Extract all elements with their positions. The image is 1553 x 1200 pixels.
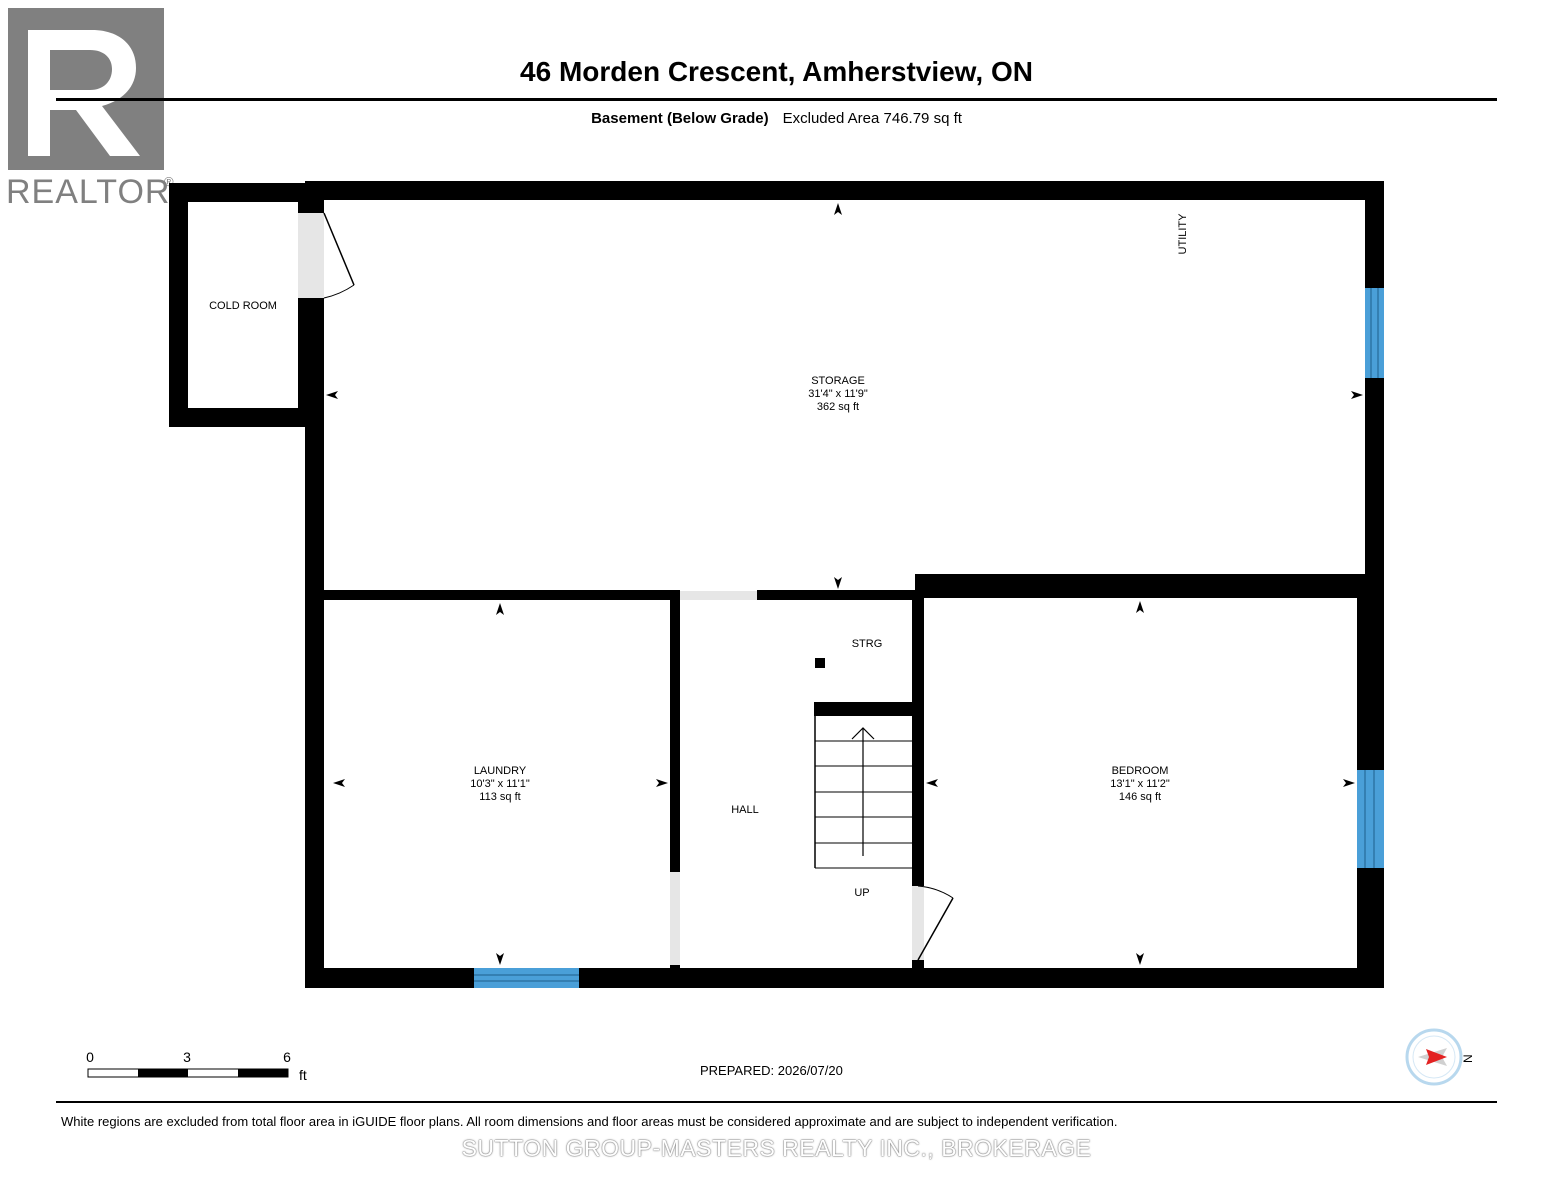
svg-text:®: ®	[164, 174, 174, 189]
floor-subtitle: Basement (Below Grade) Excluded Area 746.…	[0, 110, 1553, 127]
compass-icon: N	[1405, 1028, 1475, 1086]
utility-label: UTILITY	[1177, 213, 1189, 255]
strg-label: STRG	[852, 638, 883, 650]
storage-area: 362 sq ft	[817, 401, 859, 413]
windows	[474, 288, 1384, 988]
bedroom-dimensions: 13'1" x 11'2"	[1110, 778, 1170, 790]
dimension-markers	[326, 203, 1363, 965]
storage-dimensions: 31'4" x 11'9"	[808, 388, 868, 400]
bedroom-area: 146 sq ft	[1119, 791, 1161, 803]
prepared-date: PREPARED: 2026/07/20	[700, 1063, 843, 1078]
laundry-area: 113 sq ft	[479, 791, 520, 803]
storage-label: STORAGE	[811, 375, 865, 387]
scale-tick-0: 0	[86, 1049, 94, 1065]
walls	[169, 181, 1384, 988]
stairs	[814, 716, 912, 869]
compass-north-label: N	[1461, 1054, 1475, 1063]
scale-tick-3: 3	[183, 1049, 191, 1065]
disclaimer-text: White regions are excluded from total fl…	[61, 1114, 1118, 1129]
scale-unit: ft	[299, 1067, 307, 1083]
cold-room-label: COLD ROOM	[209, 300, 277, 312]
realtor-logo: REALTOR ®	[6, 8, 174, 211]
floor-level-name: Basement (Below Grade)	[591, 110, 769, 127]
laundry-label: LAUNDRY	[474, 765, 527, 777]
footer-divider	[56, 1101, 1497, 1103]
title-divider	[56, 98, 1497, 101]
hall-label: HALL	[731, 804, 759, 816]
scale-bar: 0 3 6 ft	[86, 1049, 307, 1083]
excluded-area: Excluded Area 746.79 sq ft	[782, 110, 962, 127]
laundry-dimensions: 10'3" x 11'1"	[470, 778, 530, 790]
stairs-up-label: UP	[854, 887, 869, 899]
bedroom-label: BEDROOM	[1112, 765, 1169, 777]
page-title: 46 Morden Crescent, Amherstview, ON	[520, 56, 1033, 87]
brokerage-watermark: SUTTON GROUP-MASTERS REALTY INC., BROKER…	[461, 1135, 1092, 1161]
scale-tick-6: 6	[283, 1049, 291, 1065]
doors	[298, 212, 954, 965]
svg-text:REALTOR: REALTOR	[6, 173, 170, 211]
